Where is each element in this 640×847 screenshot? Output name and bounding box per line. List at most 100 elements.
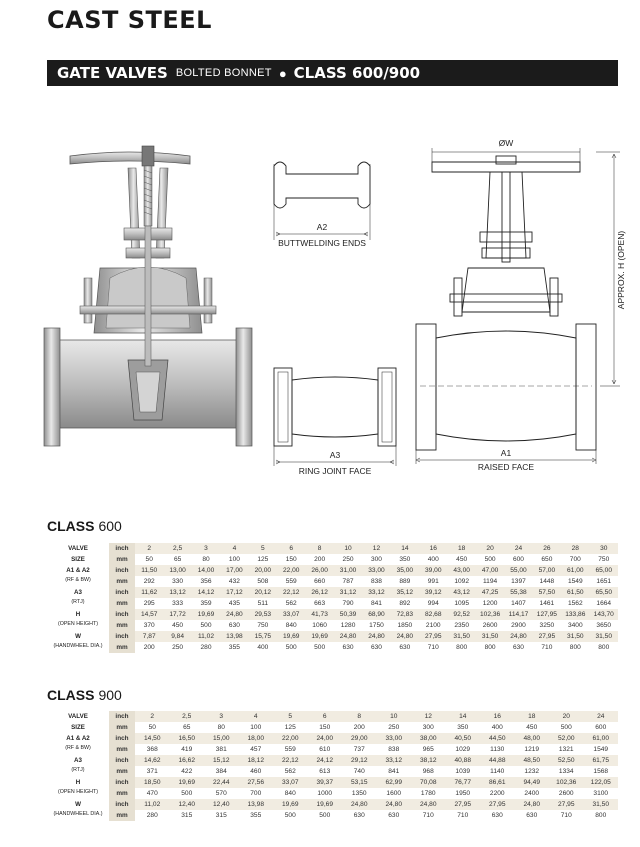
table-cell: 355 (238, 810, 273, 821)
table-cell: 5 (248, 543, 278, 554)
table-cell: 44,88 (480, 755, 515, 766)
table-cell: 6 (277, 543, 306, 554)
table-cell: 8 (342, 711, 377, 722)
table-cell: 20 (475, 543, 505, 554)
table-cell: 613 (307, 766, 342, 777)
row-label: A3 (74, 757, 82, 764)
table-cell: 7,87 (135, 631, 164, 642)
row-label: (HANDWHEEL DIA.) (53, 811, 103, 817)
table-cell: 570 (204, 788, 239, 799)
table-cell: 508 (248, 576, 278, 587)
table-cell: 400 (248, 642, 278, 653)
table-cell: 371 (135, 766, 170, 777)
table-cell: 350 (445, 722, 480, 733)
row-label: (RF & BW) (65, 745, 91, 751)
table-cell: 18 (514, 711, 549, 722)
table-cell: 15,00 (204, 733, 239, 744)
table-cell: 33,00 (376, 733, 411, 744)
table-cell: 1194 (475, 576, 505, 587)
table-cell: 44,50 (480, 733, 515, 744)
table-cell: 350 (390, 554, 420, 565)
table-cell: 72,83 (390, 609, 420, 620)
table-cell: 1407 (504, 598, 533, 609)
table-cell: 24,80 (362, 631, 391, 642)
table-cell: 39,00 (419, 565, 448, 576)
table-cell: 2 (135, 543, 164, 554)
table-cell: 50,39 (333, 609, 363, 620)
row-label: VALVE (68, 545, 88, 552)
table-cell: 4 (220, 543, 249, 554)
row-unit: inch (109, 777, 135, 788)
table-cell: 31,50 (447, 631, 476, 642)
table-cell: 991 (419, 576, 448, 587)
row-label: (RF & BW) (65, 577, 91, 583)
table-cell: 31,12 (333, 587, 363, 598)
row-unit: inch (109, 609, 135, 620)
banner-bullet: ● (278, 65, 287, 81)
row-label: H (75, 779, 81, 786)
table-cell: 12,40 (169, 799, 204, 810)
table-cell: 1780 (411, 788, 446, 799)
table-cell: 48,00 (514, 733, 549, 744)
table-cell: 14,62 (135, 755, 170, 766)
table-cell: 1095 (447, 598, 476, 609)
table-cell: 1130 (480, 744, 515, 755)
table-cell: 700 (238, 788, 273, 799)
table-cell: 359 (191, 598, 221, 609)
row-label: A1 & A2 (66, 567, 90, 574)
table-cell: 24,80 (342, 799, 377, 810)
table-cell: 22,00 (277, 565, 306, 576)
row-label: (RTJ) (71, 599, 85, 605)
table-cell: 200 (135, 642, 164, 653)
buttwelding-ends-drawing (273, 161, 371, 240)
table-cell: 55,38 (504, 587, 533, 598)
table-cell: 630 (504, 642, 533, 653)
table-cell: 450 (447, 554, 476, 565)
table-cell: 1664 (589, 598, 618, 609)
table-cell: 27,95 (445, 799, 480, 810)
table-cell: 150 (277, 554, 306, 565)
table-cell: 24,80 (376, 799, 411, 810)
table-cell: 47,00 (475, 565, 505, 576)
row-label: SIZE (71, 724, 85, 731)
table-cell: 27,95 (480, 799, 515, 810)
table-cell: 150 (307, 722, 342, 733)
table-cell: 70,08 (411, 777, 446, 788)
table-cell: 16 (480, 711, 515, 722)
table-cell: 2600 (475, 620, 505, 631)
row-label: H (75, 611, 81, 618)
table-cell: 838 (362, 576, 391, 587)
table-cell: 450 (163, 620, 192, 631)
table-cell: 19,69 (277, 631, 306, 642)
table-cell: 127,95 (532, 609, 562, 620)
table-cell: 1321 (549, 744, 584, 755)
table-cell: 15,75 (248, 631, 278, 642)
table-cell: 1397 (504, 576, 533, 587)
banner-product: GATE VALVES (57, 64, 168, 82)
table-cell: 663 (305, 598, 334, 609)
table-cell: 840 (273, 788, 308, 799)
table-cell: 280 (191, 642, 221, 653)
table-cell: 295 (135, 598, 164, 609)
table-cell: 43,00 (447, 565, 476, 576)
table-cell: 562 (277, 598, 306, 609)
table-cell: 40,88 (445, 755, 480, 766)
table-cell: 500 (169, 788, 204, 799)
row-unit: mm (109, 766, 135, 777)
row-unit: inch (109, 711, 135, 722)
row-unit: mm (109, 598, 135, 609)
raised-face-drawing (415, 148, 620, 464)
table-cell: 250 (376, 722, 411, 733)
table-cell: 50 (135, 722, 170, 733)
table-cell: 511 (248, 598, 278, 609)
row-unit: inch (109, 543, 135, 554)
table-cell: 800 (589, 642, 618, 653)
table-cell: 22,44 (204, 777, 239, 788)
table-cell: 92,52 (447, 609, 476, 620)
table-cell: 33,12 (376, 755, 411, 766)
table-cell: 9,84 (163, 631, 192, 642)
